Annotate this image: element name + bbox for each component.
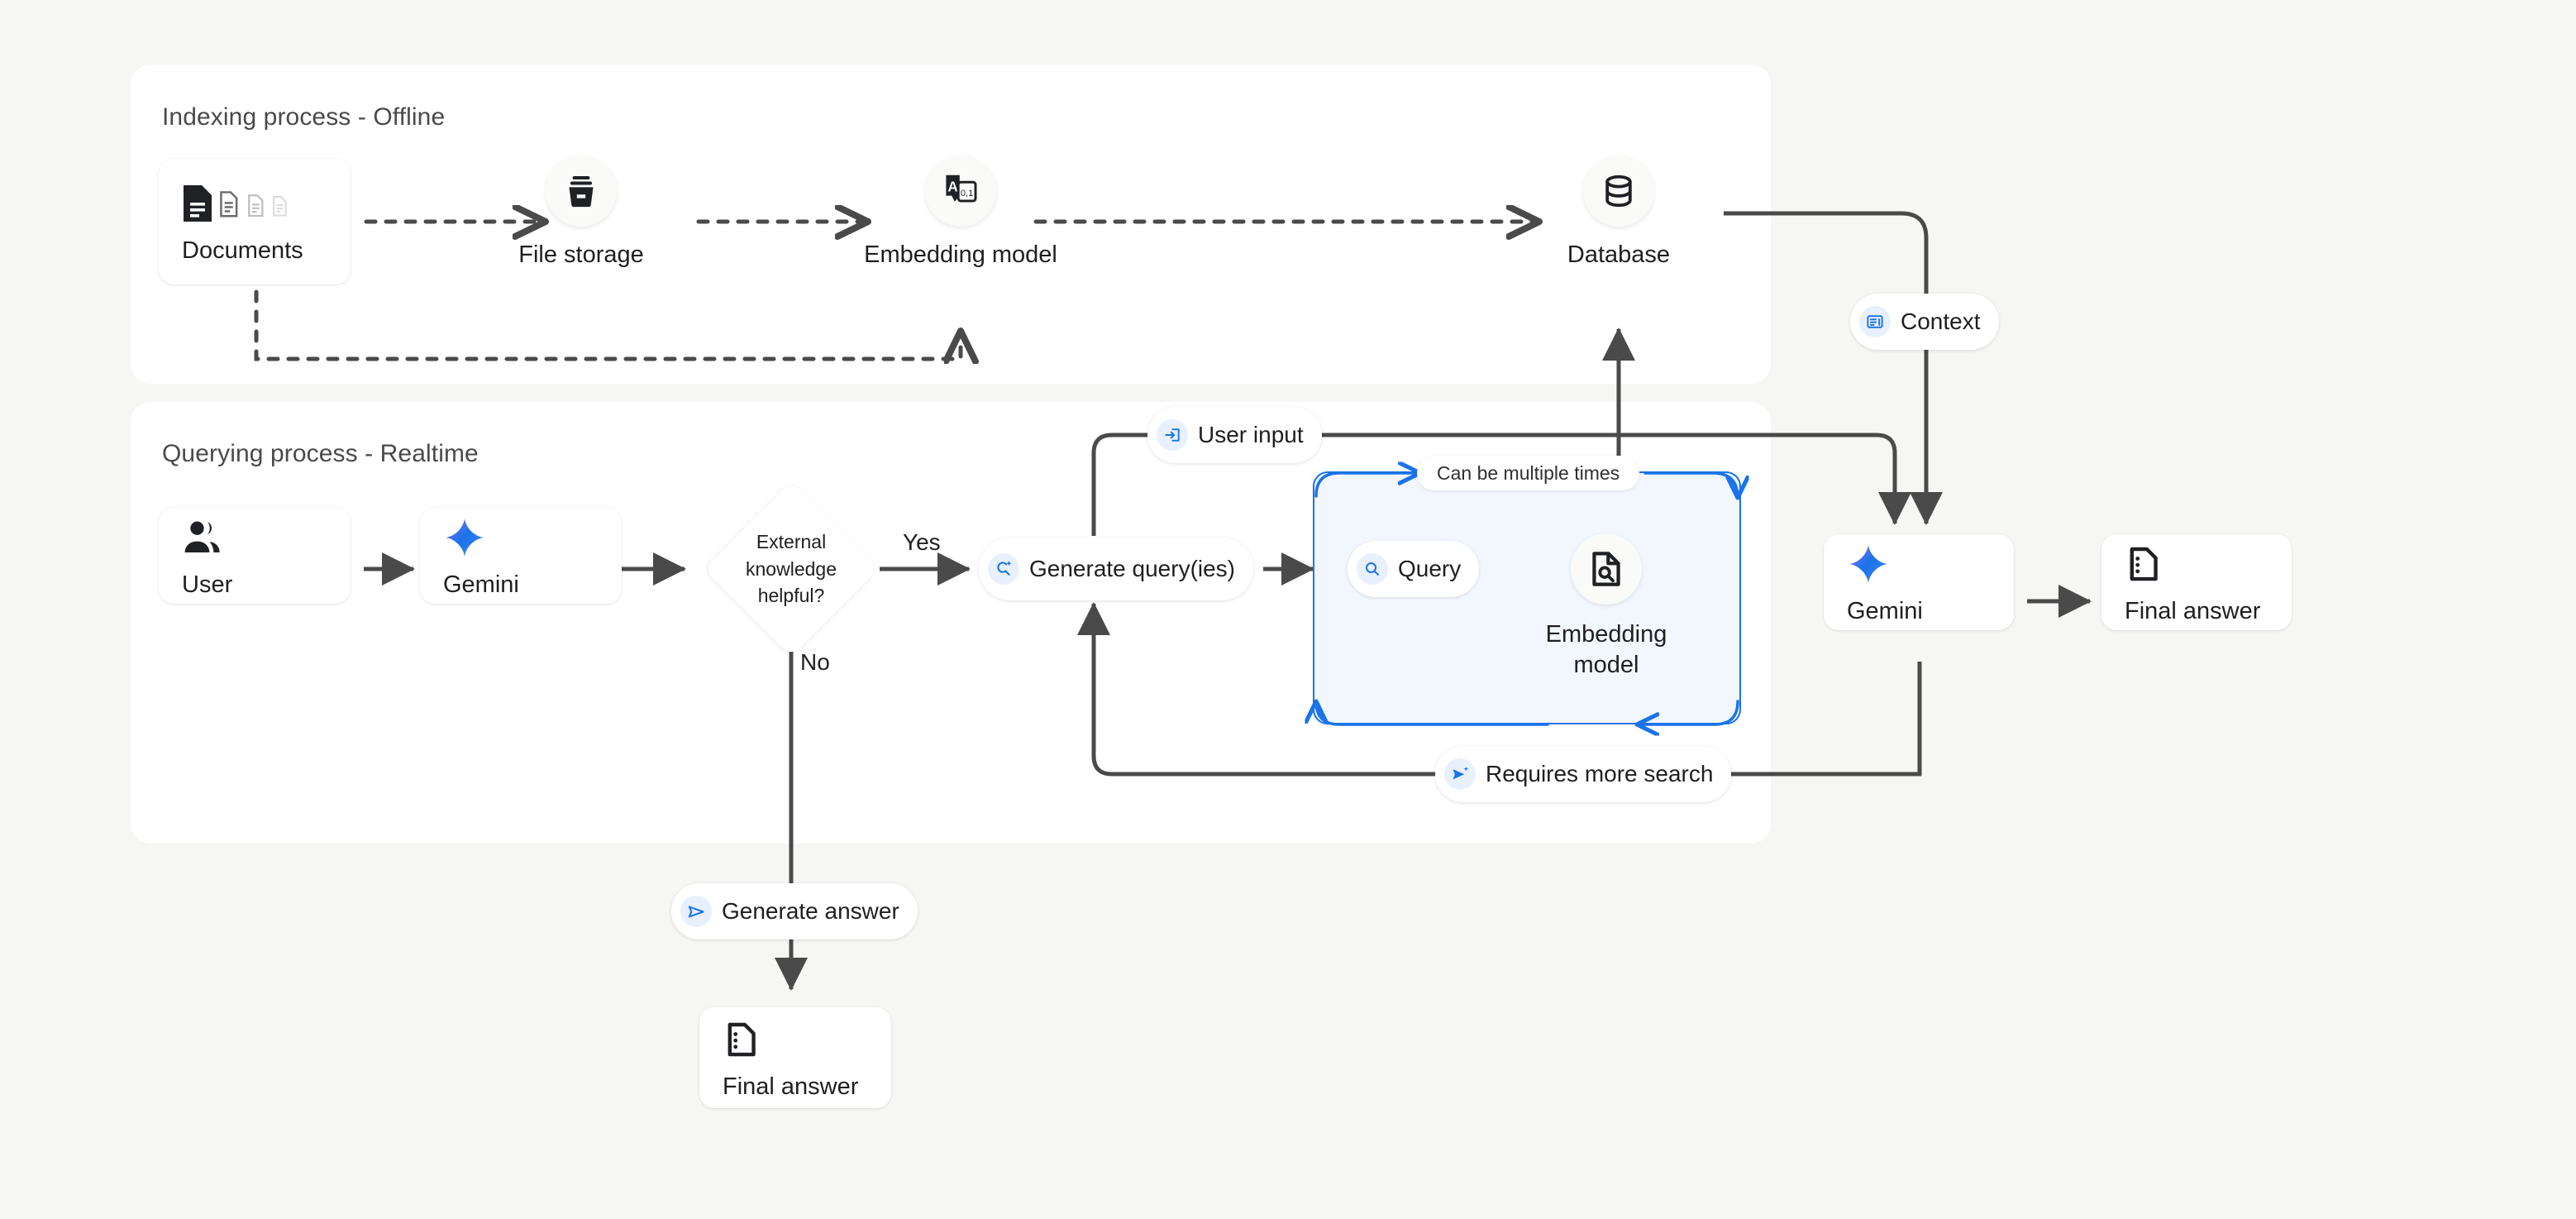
send-sparkle-icon bbox=[1444, 758, 1476, 790]
document-search-icon bbox=[1592, 552, 1620, 586]
search-icon bbox=[1357, 553, 1388, 585]
pill-requires-more-search[interactable]: Requires more search bbox=[1435, 746, 1732, 802]
pill-user-input-label: User input bbox=[1198, 422, 1304, 447]
pill-can-be-multiple-times-label: Can be multiple times bbox=[1437, 461, 1620, 484]
pill-query-label: Query bbox=[1398, 556, 1462, 581]
node-embedding-model-querying-label: Embedding model bbox=[1545, 621, 1667, 679]
retrieval-loop-box bbox=[1313, 471, 1741, 724]
pill-generate-queries[interactable]: Generate query(ies) bbox=[979, 538, 1254, 600]
node-final-answer-right-label: Final answer bbox=[2125, 597, 2261, 624]
file-storage-icon bbox=[569, 175, 594, 208]
node-final-answer-right[interactable]: Final answer bbox=[2101, 534, 2292, 630]
login-icon bbox=[1157, 419, 1188, 451]
pill-generate-queries-label: Generate query(ies) bbox=[1029, 556, 1236, 581]
pill-can-be-multiple-times: Can be multiple times bbox=[1417, 456, 1640, 490]
final-answer-icon bbox=[2125, 540, 2292, 588]
decision-label: External knowledge helpful? bbox=[746, 531, 837, 607]
node-gemini-right-label: Gemini bbox=[1847, 597, 1923, 624]
pill-user-input[interactable]: User input bbox=[1147, 407, 1322, 463]
pill-context[interactable]: Context bbox=[1850, 294, 1999, 350]
node-decision-external-knowledge[interactable]: External knowledge helpful? bbox=[703, 480, 880, 657]
node-documents-label: Documents bbox=[182, 237, 303, 264]
svg-text:0,1: 0,1 bbox=[961, 189, 974, 198]
node-user[interactable]: User bbox=[159, 508, 351, 604]
node-gemini-left[interactable]: Gemini bbox=[420, 508, 622, 604]
node-embedding-model-querying[interactable]: Embedding model bbox=[1546, 533, 1667, 678]
node-documents[interactable]: Documents bbox=[159, 159, 351, 284]
pill-context-label: Context bbox=[1901, 308, 1981, 334]
final-answer-icon bbox=[723, 1016, 891, 1064]
search-sparkle-icon bbox=[988, 553, 1019, 585]
edge-label-yes: Yes bbox=[903, 529, 941, 555]
node-final-answer-bottom[interactable]: Final answer bbox=[699, 1007, 891, 1108]
node-embedding-model-indexing-label: Embedding model bbox=[864, 241, 1057, 268]
node-gemini-left-label: Gemini bbox=[443, 571, 519, 598]
send-icon bbox=[680, 896, 712, 927]
indexing-panel-title: Indexing process - Offline bbox=[162, 103, 446, 131]
embedding-model-icon: A 0,1 bbox=[946, 174, 977, 203]
gemini-sparkle-icon bbox=[443, 514, 622, 562]
node-embedding-model-indexing[interactable]: A 0,1 Embedding model bbox=[864, 155, 1057, 268]
node-final-answer-bottom-label: Final answer bbox=[723, 1073, 859, 1100]
edge-label-no: No bbox=[800, 649, 830, 675]
node-file-storage-label: File storage bbox=[518, 241, 644, 268]
database-icon bbox=[1605, 174, 1632, 208]
pill-generate-answer-label: Generate answer bbox=[722, 898, 899, 924]
gemini-sparkle-icon bbox=[1847, 540, 2014, 588]
node-database-label: Database bbox=[1567, 241, 1671, 268]
node-file-storage[interactable]: File storage bbox=[518, 155, 644, 268]
documents-icon bbox=[182, 179, 351, 227]
svg-text:A: A bbox=[947, 178, 957, 194]
pill-query[interactable]: Query bbox=[1348, 541, 1480, 597]
node-user-label: User bbox=[182, 571, 233, 598]
node-gemini-right[interactable]: Gemini bbox=[1824, 534, 2014, 630]
querying-panel-title: Querying process - Realtime bbox=[162, 440, 479, 467]
node-database[interactable]: Database bbox=[1567, 155, 1670, 268]
user-group-icon bbox=[182, 514, 351, 562]
pill-generate-answer[interactable]: Generate answer bbox=[671, 883, 918, 939]
pill-requires-more-search-label: Requires more search bbox=[1486, 761, 1714, 786]
article-icon bbox=[1859, 306, 1891, 337]
